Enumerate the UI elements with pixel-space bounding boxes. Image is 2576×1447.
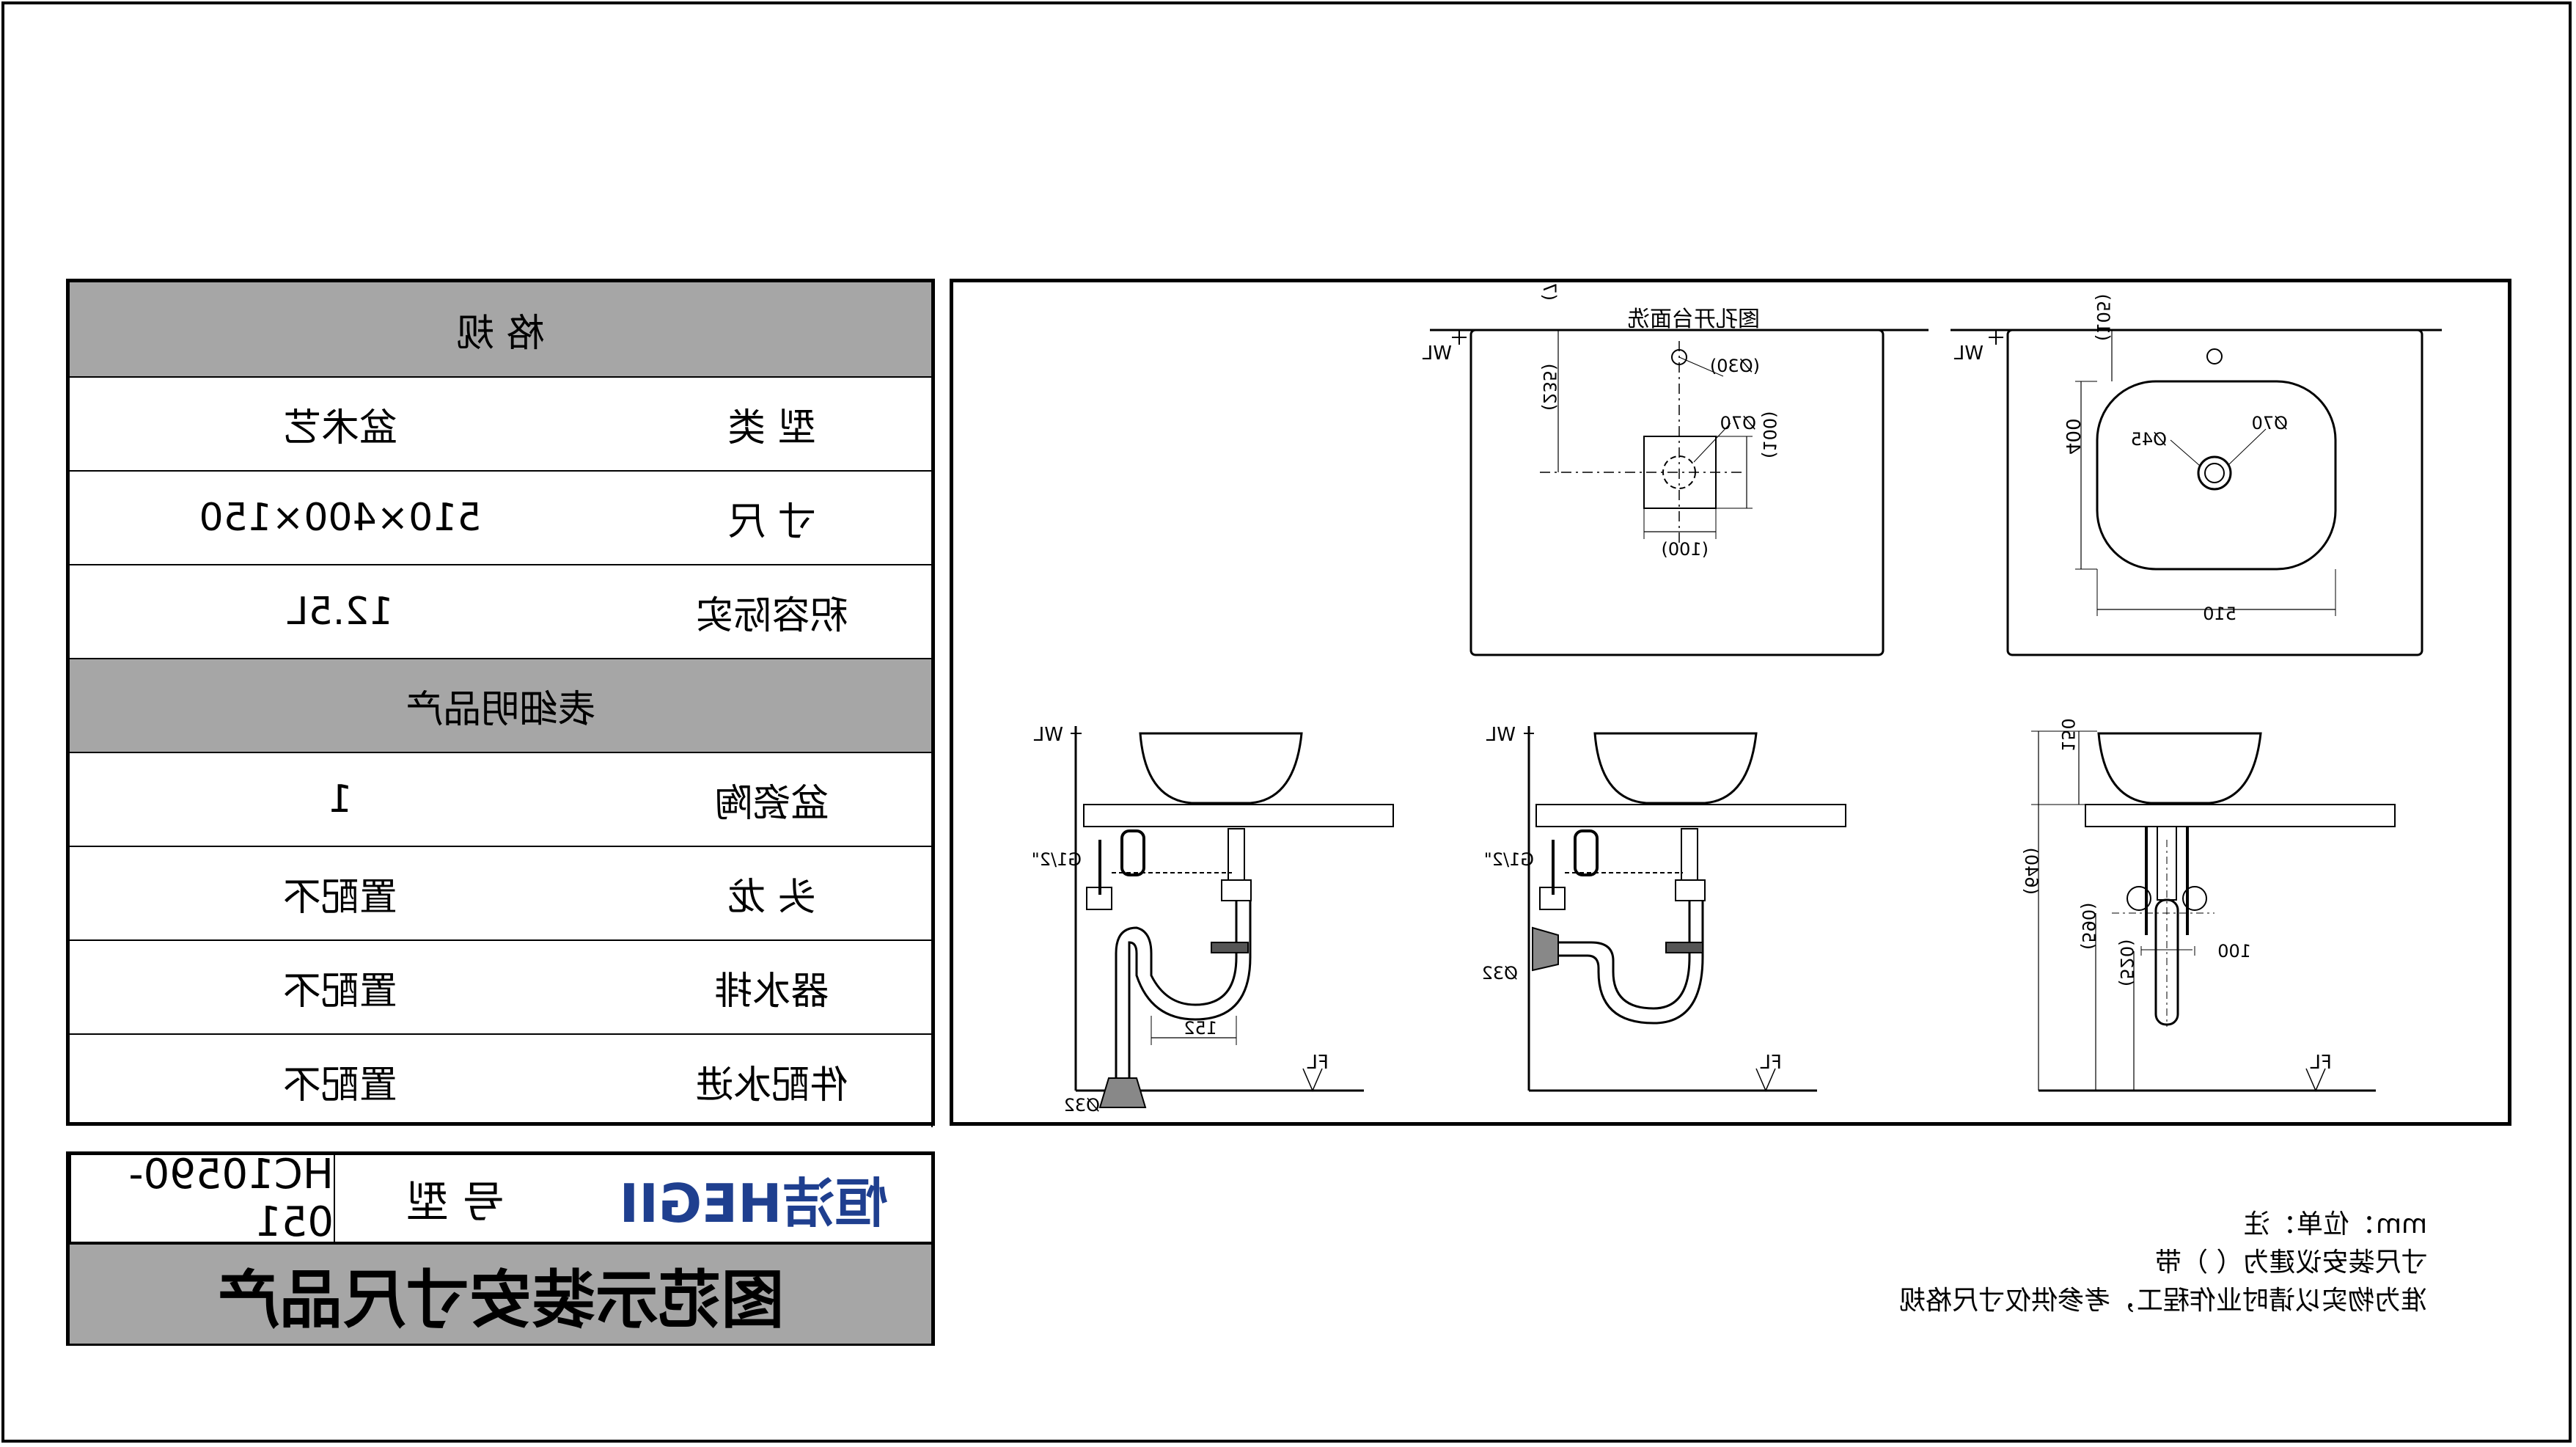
dim-32: Ø32 <box>1064 1095 1100 1116</box>
spec-label: 件配水进 <box>612 1035 933 1127</box>
wl-label: WL <box>1486 724 1516 746</box>
spec-label: 寸 尺 <box>612 472 933 564</box>
spec-row-inlet: 置配不 件配水进 <box>70 1033 933 1127</box>
detail-header: 表细明品产 <box>405 687 596 732</box>
spec-value: 盆术艺 <box>283 406 398 450</box>
detail-header-row: 表细明品产 <box>70 658 931 752</box>
spec-value: 1 <box>328 777 353 821</box>
spec-row-type: 盆术艺 型 类 <box>70 376 933 470</box>
s-trap-elevation <box>1071 726 1394 1108</box>
dim-g12: G1/2" <box>1032 849 1082 870</box>
p-trap-elevation <box>1524 726 1846 1092</box>
drawing-title: 图范示装安寸尺品产 <box>70 1245 931 1344</box>
dim-105: (105) <box>2093 293 2113 341</box>
fl-label: FL <box>2310 1052 2332 1074</box>
dim-590: (590) <box>2078 902 2099 950</box>
spec-label: 头 龙 <box>612 847 933 939</box>
spec-row-basin: 1 盆瓷陶 <box>70 752 933 846</box>
wl-label: WL <box>1953 342 1984 365</box>
title-block: HC10590-051 号 型 恒洁HEGII 图范示装安寸尺品产 <box>66 1151 935 1346</box>
spec-value: 12.5L <box>287 590 394 634</box>
model-label: 号 型 <box>334 1155 576 1242</box>
dim-45: Ø45 <box>2131 429 2167 450</box>
technical-drawing: WL WL WL WL FL FL FL 图孔开台面洗 (Ø30) Ø70 (1… <box>1032 282 2442 1116</box>
basin-plan-view <box>1951 329 2442 656</box>
dim-640: (640) <box>2021 847 2041 895</box>
spec-row-size: 510×400×150 寸 尺 <box>70 470 933 564</box>
spec-header-row: 格 规 <box>70 282 931 376</box>
spec-label: 器水排 <box>612 941 933 1033</box>
dim-100-h: (100) <box>1661 539 1709 560</box>
dim-g12: G1/2" <box>1484 849 1534 870</box>
fl-label: FL <box>1760 1052 1782 1074</box>
spec-label: 盆瓷陶 <box>612 753 933 846</box>
dim-30: (Ø30) <box>1710 356 1760 376</box>
dim-150: 150 <box>2058 718 2078 752</box>
spec-row-volume: 12.5L 积容际实 <box>70 564 933 658</box>
notes: mm：位单：注 寸尺装安议建为（ ）带 准为物实以请时业作程工，考参供仅寸尺格规 <box>1782 1203 2427 1320</box>
dim-70-b: Ø70 <box>2252 413 2288 433</box>
dim-510: 510 <box>2203 604 2236 624</box>
note-line: 寸尺装安议建为（ ）带 <box>2154 1248 2427 1278</box>
wl-label: WL <box>1033 724 1063 746</box>
dim-100-v: (100) <box>1759 411 1780 458</box>
dim-235: (235) <box>1539 363 1560 411</box>
model-number: HC10590-051 <box>70 1151 334 1246</box>
dim-400: 400 <box>2061 418 2083 455</box>
spec-label: 型 类 <box>612 378 933 470</box>
note-line: mm：位单：注 <box>2243 1209 2427 1239</box>
spec-value: 置配不 <box>283 875 398 920</box>
dim-152: 152 <box>1184 1018 1217 1038</box>
dim-100-c: 100 <box>2217 941 2251 961</box>
spec-row-faucet: 置配不 头 龙 <box>70 846 933 939</box>
spec-value: 置配不 <box>283 969 398 1014</box>
title-block-top: HC10590-051 号 型 恒洁HEGII <box>70 1151 931 1246</box>
wl-label: WL <box>1422 342 1452 365</box>
brand-logo: 恒洁HEGII <box>619 1172 888 1234</box>
dim-32: Ø32 <box>1482 963 1518 983</box>
dim-70: Ø70 <box>1720 413 1756 433</box>
spec-table: 格 规 盆术艺 型 类 510×400×150 寸 尺 12.5L 积容际实 表… <box>66 279 935 1127</box>
spec-row-drain: 置配不 器水排 <box>70 939 933 1033</box>
cutout-title: 图孔开台面洗 <box>1628 307 1760 332</box>
spec-header: 格 规 <box>456 311 545 356</box>
spec-label: 积容际实 <box>612 565 933 658</box>
dim-520: (520) <box>2116 939 2137 986</box>
spec-value: 置配不 <box>283 1063 398 1107</box>
cutout-plan-view <box>1430 329 1929 656</box>
side-elevation <box>2031 730 2396 1092</box>
fl-label: FL <box>1307 1052 1329 1074</box>
note-line: 准为物实以请时业作程工，考参供仅寸尺格规 <box>1898 1286 2427 1316</box>
dim-75: (75) <box>1539 282 1560 301</box>
spec-value: 510×400×150 <box>199 496 482 540</box>
drawing-panel: WL WL WL WL FL FL FL 图孔开台面洗 (Ø30) Ø70 (1… <box>950 279 2511 1126</box>
